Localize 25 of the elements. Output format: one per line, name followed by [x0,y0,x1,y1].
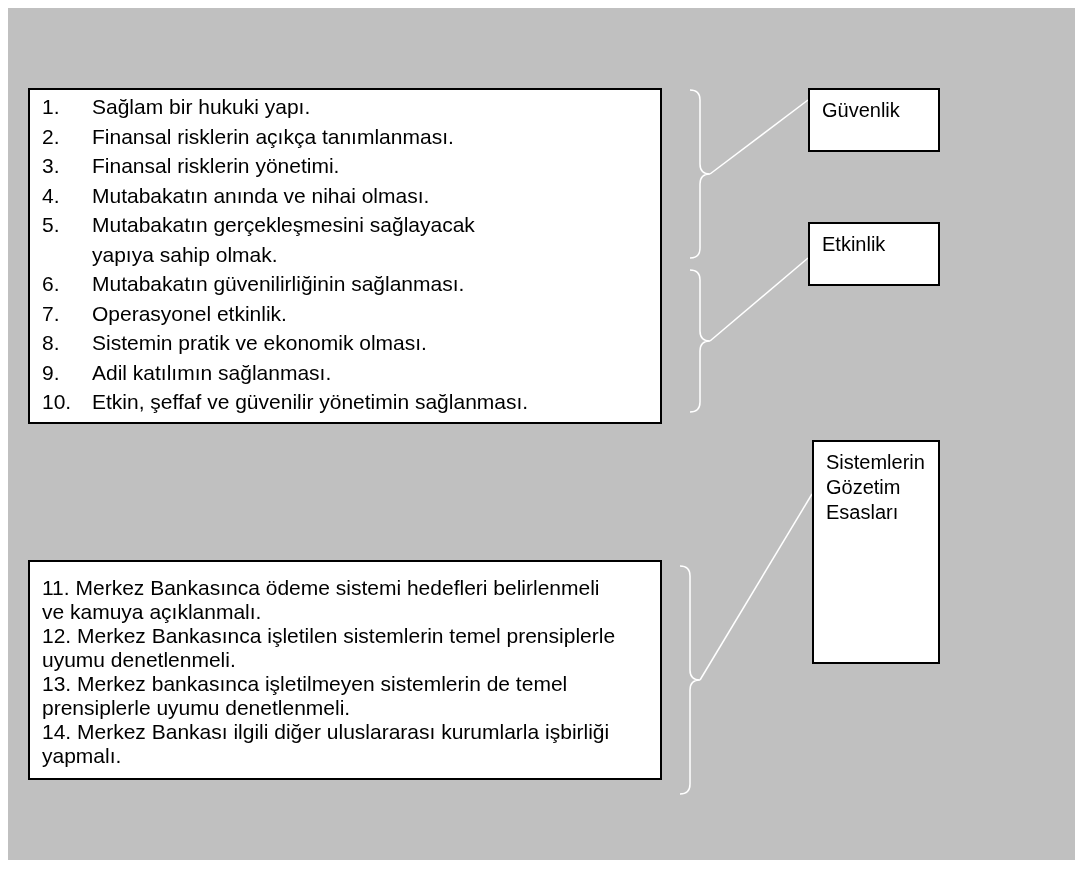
list-item: 4. Mutabakatın anında ve nihai olması. [42,182,431,209]
list-item: 13. Merkez bankasınca işletilmeyen sistemlerin de temel prensiplerle uyumu denetlenmeli. [42,672,569,720]
list-box [28,560,662,780]
list-item: 6. Mutabakatın güvenilirliğinin sağlanması. [42,271,466,297]
list-item: 2. Finansal risklerin açıkça tanımlanması. [42,123,455,150]
category-label: Güvenlik [822,98,901,123]
category-label: Sistemlerin Gözetim Esasları [826,450,926,525]
list-item: 3. Finansal risklerin yönetimi. [42,153,341,179]
connector-line [699,493,813,681]
category-label: Etkinlik [822,232,887,257]
list-item: 8. Sistemin pratik ve ekonomik olması. [42,330,428,356]
connector-line [709,257,809,342]
list-item: 10. Etkin, şeffaf ve güvenilir yönetimin sağlanması. [42,389,530,415]
list-item: 1. Sağlam bir hukuki yapı. [42,94,312,120]
list-item: 9. Adil katılımın sağlanması. [42,359,333,386]
category-box [808,222,940,286]
list-item: 14. Merkez Bankası ilgili diğer uluslararası kurumlarla işbirliği yapmalı. [42,720,611,768]
list-item: 5. Mutabakatın gerçekleşmesini sağlayacak yapıya sahip olmak. [42,212,476,268]
list-item: 11. Merkez Bankasınca ödeme sistemi hedefleri belirlenmeli ve kamuya açıklanmalı. [42,576,601,624]
list-box [28,88,662,424]
list-item: 12. Merkez Bankasınca işletilen sistemlerin temel prensiplerle uyumu denetlenmeli. [42,624,617,672]
list-item: 7. Operasyonel etkinlik. [42,300,288,327]
connector-line [709,99,809,175]
category-box [812,440,940,664]
category-box [808,88,940,152]
